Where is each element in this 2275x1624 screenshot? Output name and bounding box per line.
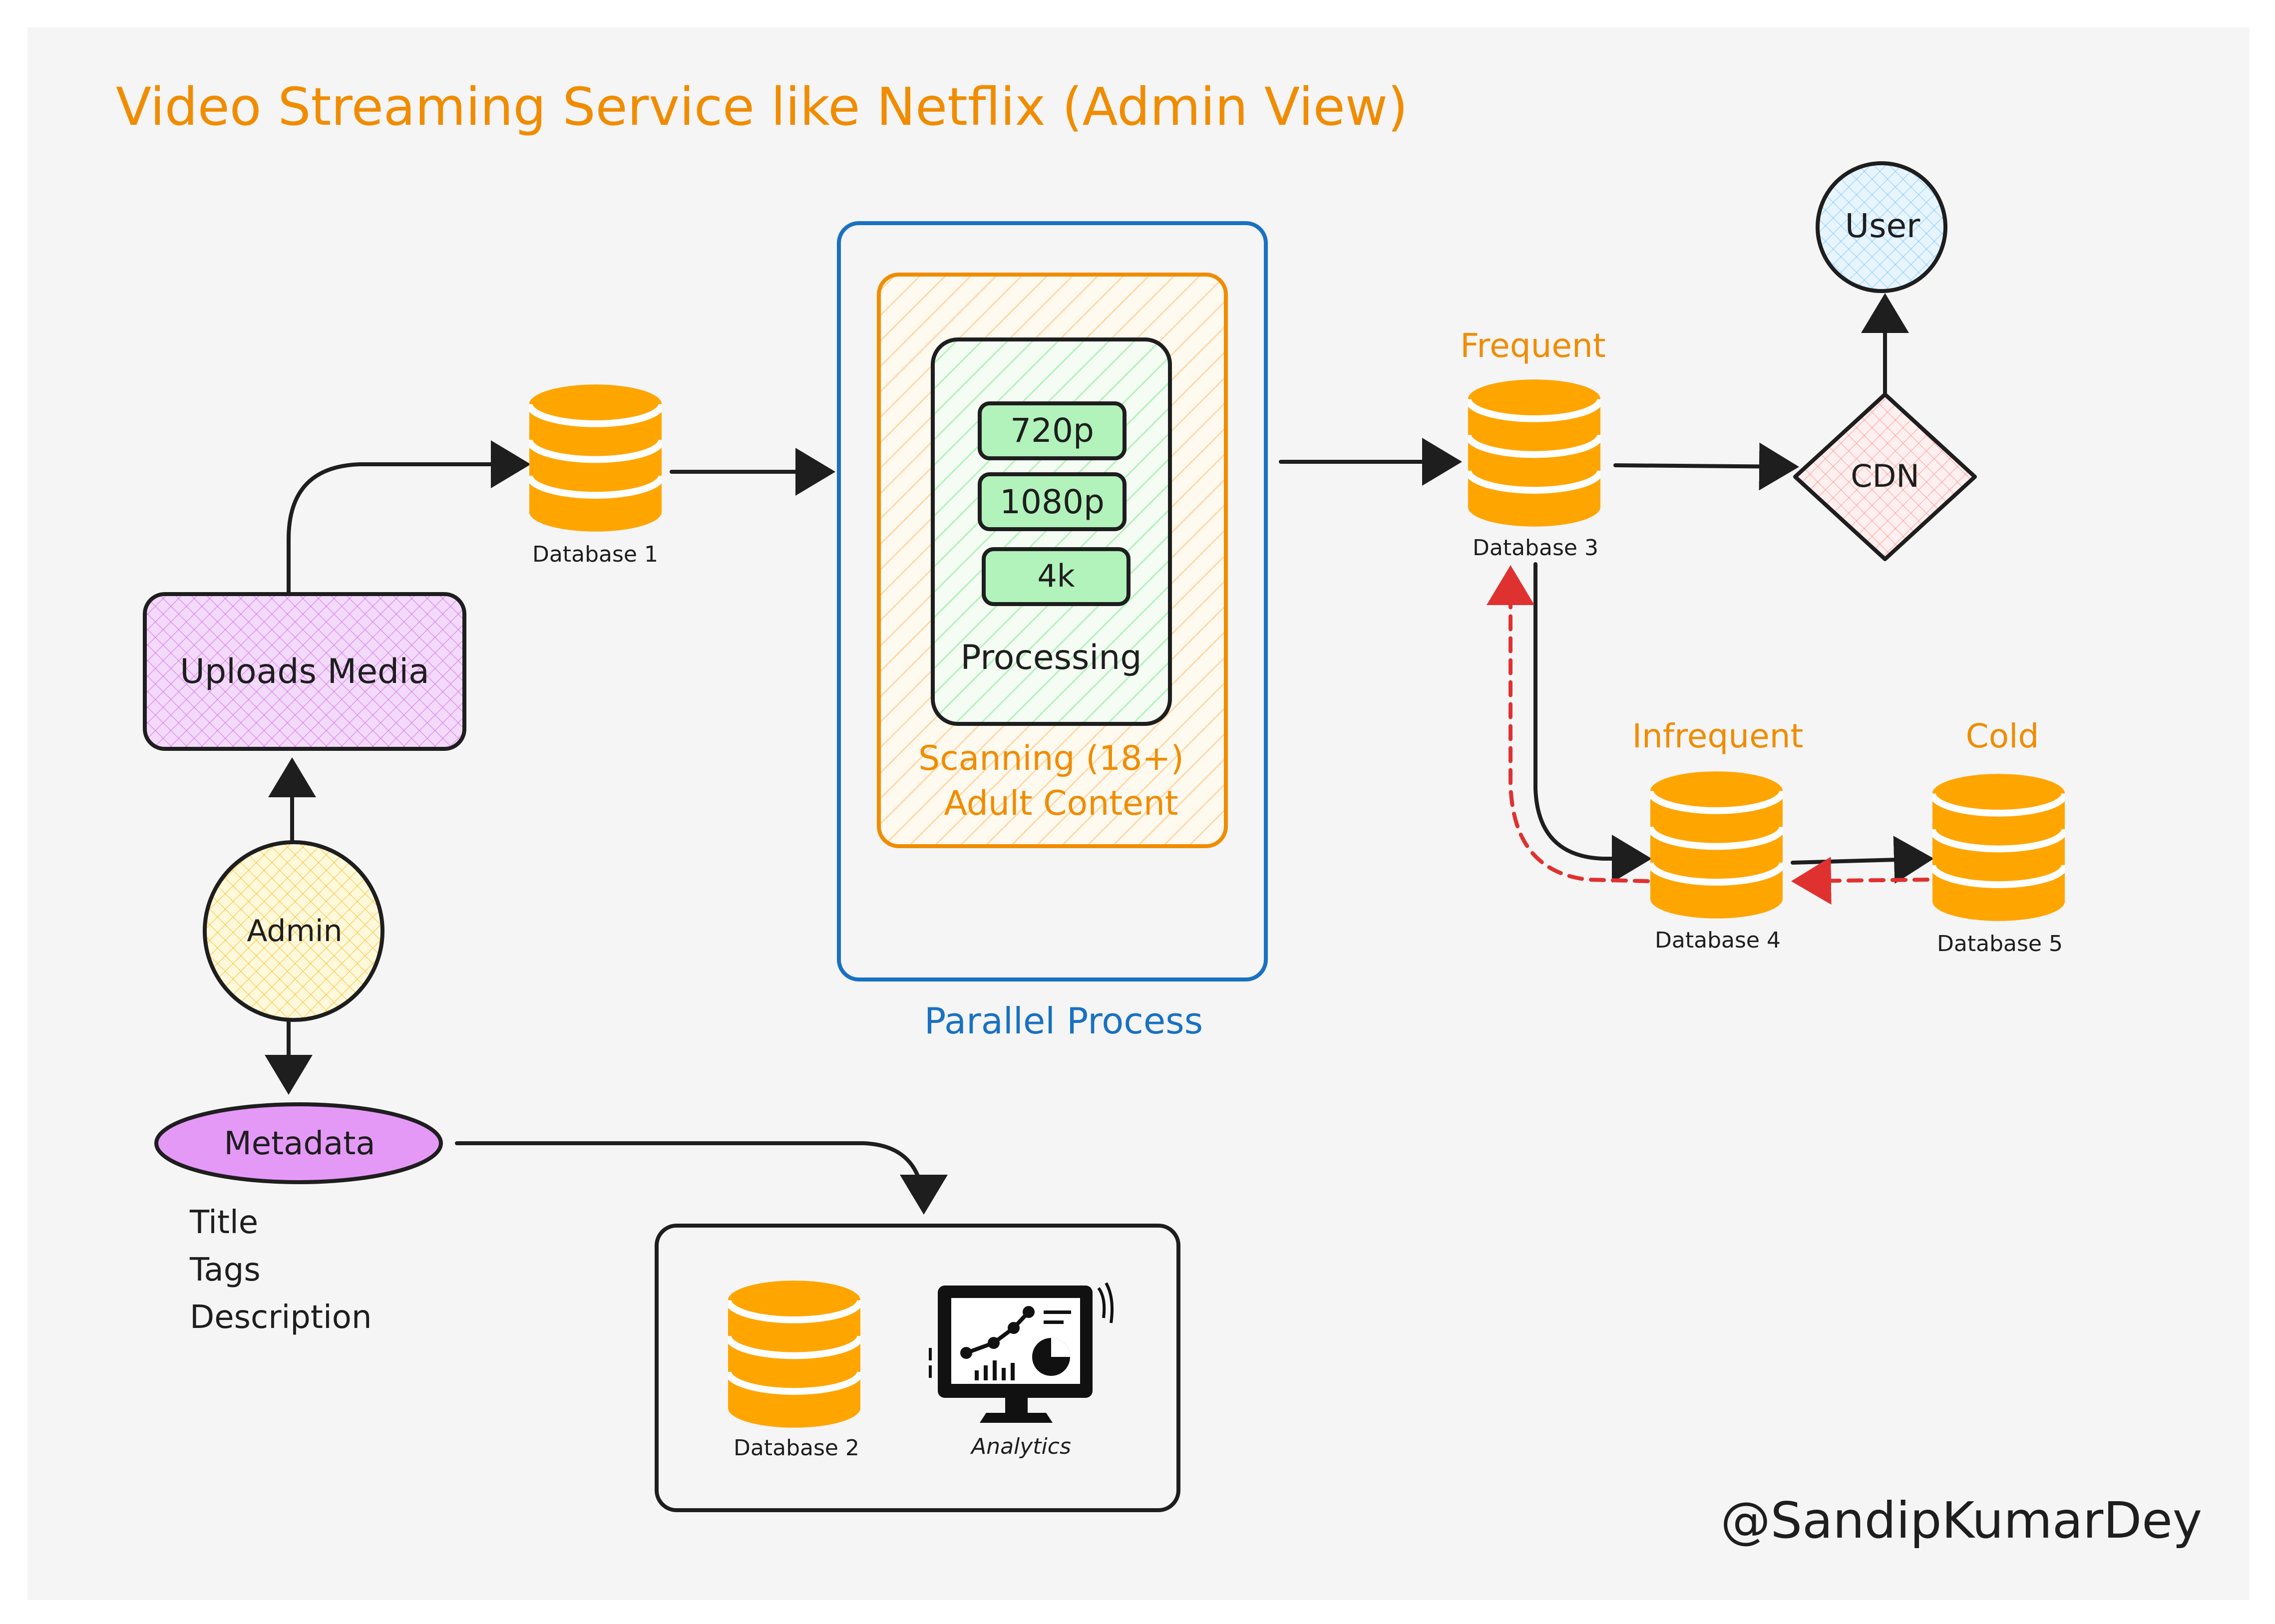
database-icon	[728, 1281, 860, 1427]
uploads-media-label: Uploads Media	[180, 652, 429, 691]
resolution-1080p-label: 1080p	[1000, 483, 1105, 521]
database-2-label: Database 2	[734, 1435, 859, 1461]
database-5-label: Database 5	[1937, 931, 2063, 957]
database-2[interactable]: Database 2	[728, 1281, 860, 1461]
scanning-label-line1: Scanning (18+)	[918, 739, 1184, 778]
database-3-label: Database 3	[1473, 535, 1598, 561]
database-icon	[529, 384, 662, 531]
frequent-label: Frequent	[1460, 326, 1606, 365]
database-4-label: Database 4	[1655, 928, 1781, 953]
resolution-720p[interactable]: 720p	[978, 401, 1127, 460]
processing-box[interactable]: Processing	[931, 337, 1172, 726]
database-1[interactable]: Database 1	[529, 384, 662, 567]
resolution-1080p[interactable]: 1080p	[978, 472, 1127, 531]
arrow-db3-to-cdn	[1613, 442, 1799, 491]
database-1-label: Database 1	[532, 542, 658, 567]
metadata-field-tags: Tags	[189, 1252, 261, 1289]
metadata-field-title: Title	[189, 1204, 258, 1241]
arrow-db3-to-db4	[1533, 562, 1652, 883]
resolution-4k[interactable]: 4k	[982, 547, 1131, 606]
arrow-db5-to-db4-dashed	[1791, 857, 1929, 905]
arrow-db4-to-db3-dashed	[1487, 565, 1650, 883]
diagram-title: Video Streaming Service like Netflix (Ad…	[116, 76, 1408, 137]
parallel-process-label: Parallel Process	[924, 1000, 1203, 1042]
watermark: @SandipKumarDey	[1721, 1491, 2202, 1550]
database-icon	[1932, 774, 2065, 921]
analytics-label: Analytics	[970, 1434, 1071, 1459]
cdn-node[interactable]: CDN	[1793, 392, 1977, 561]
arrow-uploads-to-db1	[287, 440, 531, 596]
analytics-box[interactable]	[655, 1224, 1180, 1512]
infrequent-label: Infrequent	[1632, 717, 1804, 755]
resolution-720p-label: 720p	[1010, 411, 1094, 450]
database-5[interactable]: Cold Database 5	[1932, 717, 2065, 957]
processing-label: Processing	[960, 638, 1141, 677]
cold-label: Cold	[1966, 717, 2039, 755]
cdn-label: CDN	[1851, 458, 1919, 494]
database-icon	[1650, 771, 1783, 918]
user-label: User	[1845, 207, 1920, 245]
metadata-fields: Title Tags Description	[189, 1204, 372, 1336]
uploads-media-node[interactable]: Uploads Media	[143, 592, 466, 751]
database-4[interactable]: Infrequent Database 4	[1632, 717, 1804, 953]
database-3[interactable]: Frequent Database 3	[1460, 326, 1606, 561]
user-node[interactable]: User	[1816, 161, 1947, 293]
admin-label: Admin	[247, 914, 342, 949]
scanning-label-line2: Adult Content	[944, 784, 1178, 823]
analytics-monitor-icon[interactable]	[929, 1282, 1114, 1423]
metadata-field-description: Description	[190, 1299, 372, 1336]
parallel-process-group[interactable]: Parallel Process	[837, 221, 1268, 1042]
metadata-label: Metadata	[224, 1125, 375, 1162]
database-icon	[1468, 379, 1600, 526]
metadata-node[interactable]: Metadata	[154, 1102, 443, 1184]
resolution-4k-label: 4k	[1037, 558, 1075, 594]
arrow-metadata-to-analytics	[455, 1141, 948, 1215]
admin-node[interactable]: Admin	[203, 840, 384, 1022]
